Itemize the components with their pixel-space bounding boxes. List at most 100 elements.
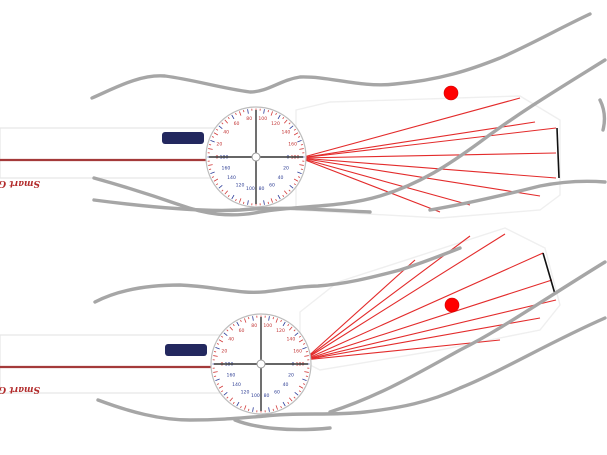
dial-tick — [293, 183, 296, 186]
dial-tick — [229, 397, 234, 402]
dial-tick — [224, 190, 229, 195]
dial-number: 140 — [227, 175, 236, 181]
dial-number: 60 — [234, 121, 240, 127]
dial-tick — [218, 339, 224, 343]
dial-tick — [213, 355, 218, 357]
dial-number: 140 — [286, 337, 295, 343]
dial-tick — [282, 321, 286, 327]
dial-tick — [288, 122, 291, 125]
angle-ray — [299, 127, 557, 159]
dial-number: 100 — [246, 186, 255, 192]
dial-number: 40 — [278, 175, 284, 181]
dial-tick — [305, 375, 308, 377]
dial-tick — [231, 194, 235, 200]
dial-number: 40 — [283, 382, 289, 388]
angle-ray — [303, 259, 416, 361]
dial-number: 40 — [228, 337, 234, 343]
dial-number: 20 — [216, 141, 222, 147]
joint-marker — [444, 297, 460, 313]
dial-tick — [298, 335, 301, 338]
upper-arm-contour — [93, 246, 462, 304]
dial-tick — [224, 119, 229, 124]
dial-tick — [239, 198, 242, 203]
dial-tick — [277, 194, 281, 200]
dial-tick — [229, 326, 234, 331]
dial-tick — [267, 201, 269, 204]
dial-tick — [302, 347, 307, 350]
dial-tick — [275, 198, 277, 202]
dial-number: 80 — [259, 186, 265, 192]
angle-ray — [299, 157, 471, 206]
arm-handle[interactable] — [165, 344, 207, 356]
dial-tick — [300, 168, 303, 170]
dial-number: 160 — [227, 373, 236, 379]
dial-tick — [282, 117, 285, 120]
dial-tick — [215, 347, 220, 350]
dial-tick — [305, 351, 308, 353]
wrist-contour — [92, 198, 372, 214]
dial-tick — [210, 171, 215, 174]
dial-number: 20 — [221, 348, 227, 354]
dial-tick — [304, 371, 309, 373]
arm-handle[interactable] — [162, 132, 204, 144]
dial-tick — [213, 178, 219, 182]
dial-tick — [216, 183, 219, 186]
dial-tick — [247, 109, 249, 114]
dial-tick — [209, 144, 212, 146]
dial-tick — [283, 119, 288, 124]
dial-tick — [248, 317, 250, 320]
angle-ray — [299, 157, 557, 179]
dial-tick — [208, 148, 213, 150]
dial-tick — [302, 383, 306, 385]
forearm-contour — [598, 98, 607, 132]
dial-tick — [218, 184, 223, 189]
dial-tick — [275, 318, 278, 323]
angle-ray — [299, 121, 536, 159]
dial-tick — [270, 111, 273, 116]
dial-tick — [293, 178, 299, 182]
dial-tick — [213, 132, 219, 136]
dial-tick — [300, 144, 303, 146]
dial-tick — [293, 329, 296, 332]
dial-tick — [288, 397, 293, 402]
angle-ray — [299, 157, 541, 197]
dial-tick — [210, 140, 215, 143]
angle-ray — [303, 339, 501, 361]
dial-tick — [223, 391, 228, 396]
dial-number: 160 — [293, 348, 302, 354]
angle-ray — [303, 233, 506, 361]
dial-tick — [244, 318, 247, 323]
dial-tick — [299, 148, 304, 150]
dial-pivot[interactable] — [251, 152, 261, 162]
dial-tick — [252, 316, 254, 321]
dial-tick — [223, 332, 228, 337]
dial-tick — [288, 189, 291, 192]
dial-pivot[interactable] — [256, 359, 266, 369]
dial-number: 120 — [276, 328, 285, 334]
angle-ray — [299, 152, 557, 159]
dial-tick — [287, 324, 290, 327]
dial-tick — [227, 194, 230, 197]
dial-tick — [293, 128, 296, 131]
angle-ray — [303, 317, 541, 361]
dial-tick — [226, 329, 229, 332]
dial-tick — [277, 114, 281, 120]
dial-tick — [209, 168, 212, 170]
dial-tick — [243, 110, 245, 113]
dial-tick — [218, 125, 223, 130]
dial-tick — [216, 343, 220, 345]
dial-tick — [270, 198, 273, 203]
dial-tick — [289, 184, 294, 189]
dial-tick — [213, 371, 218, 373]
dial-number: 160 — [288, 141, 297, 147]
dial-tick — [297, 140, 302, 143]
dial-number: 120 — [236, 182, 245, 188]
dial-tick — [216, 128, 219, 131]
dial-number: 60 — [269, 182, 275, 188]
dial-tick — [289, 125, 294, 130]
joint-marker — [443, 85, 459, 101]
dial-number: 140 — [232, 382, 241, 388]
lower-arm-contour — [96, 316, 607, 422]
dial-number: 20 — [283, 166, 289, 172]
